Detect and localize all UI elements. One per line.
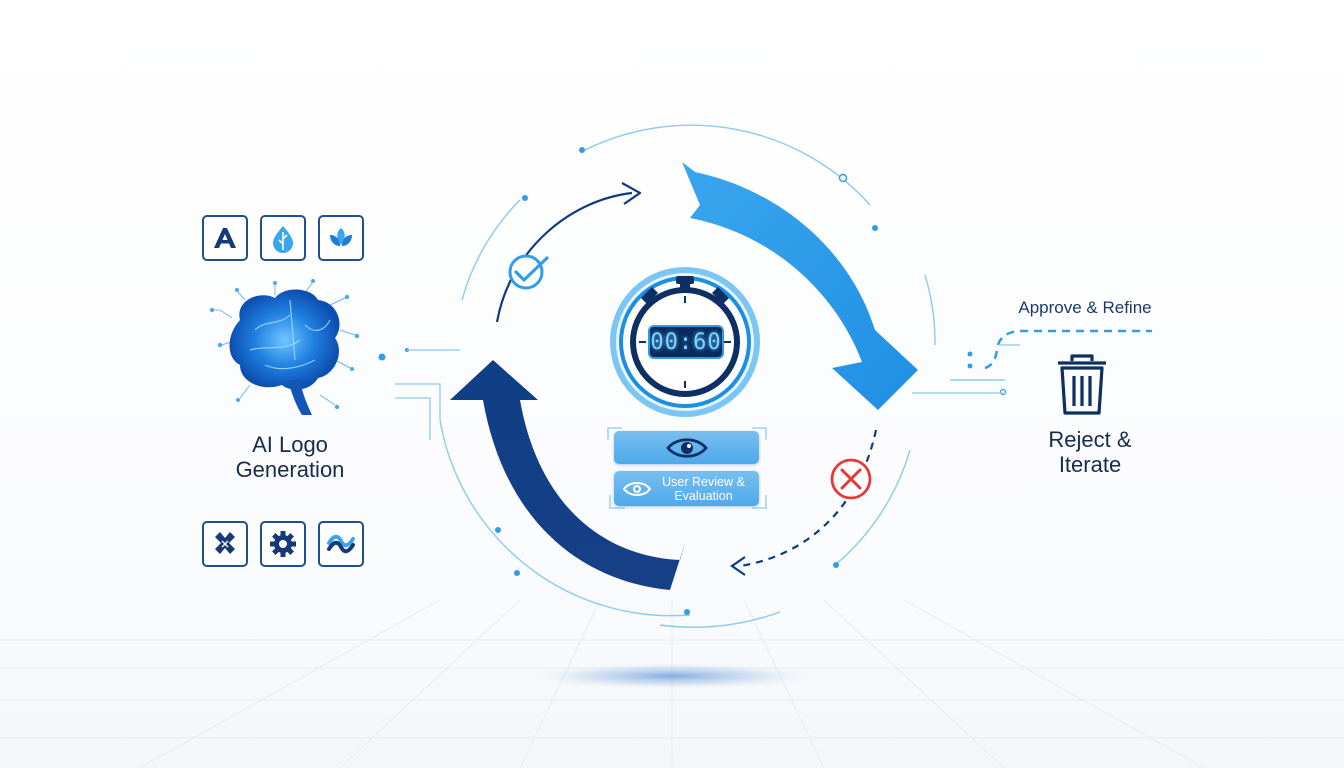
wave-logo-option[interactable]	[318, 521, 364, 567]
approve-arc-arrowhead	[621, 182, 642, 205]
leaf-icon	[330, 228, 352, 246]
approve-flow-arrow	[682, 162, 918, 410]
gear-icon	[270, 531, 296, 557]
wave-icon	[327, 534, 355, 554]
letter-a-logo-option[interactable]	[202, 215, 248, 261]
reject-iterate-label: Reject & Iterate	[1048, 427, 1132, 477]
approve-arc-arrow	[495, 191, 633, 323]
gear-logo-option[interactable]	[260, 521, 306, 567]
outer-circuit-ring	[439, 124, 1005, 628]
puzzle-cross-icon	[215, 532, 235, 554]
water-drop-leaf-icon	[273, 226, 293, 253]
reject-return-arrowhead	[730, 556, 746, 576]
x-circle-icon	[830, 458, 872, 500]
floor-shadow	[522, 662, 822, 690]
approve-connector	[984, 329, 1152, 370]
user-review-evaluation-button[interactable]: User Review & Evaluation	[614, 471, 759, 506]
review-eye-button[interactable]	[614, 431, 759, 464]
leaf-logo-option[interactable]	[318, 215, 364, 261]
left-connectors	[395, 344, 1020, 440]
user-review-label: User Review & Evaluation	[662, 474, 745, 503]
eye-icon	[622, 481, 652, 496]
review-bracket-lines	[607, 427, 767, 509]
timer-display: 00:60	[648, 325, 724, 359]
letter-a-icon	[214, 228, 236, 248]
iterate-flow-arrow	[450, 360, 686, 590]
approve-refine-label: Approve & Refine	[1018, 298, 1152, 317]
water-drop-logo-option[interactable]	[260, 215, 306, 261]
brain-icon	[209, 279, 360, 415]
trash-icon	[1058, 354, 1106, 415]
circuit-nodes	[378, 147, 1007, 615]
puzzle-logo-option[interactable]	[202, 521, 248, 567]
eye-icon	[665, 437, 708, 458]
check-circle-icon	[508, 254, 549, 290]
ai-logo-generation-label: AI Logo Generation	[235, 432, 345, 482]
reject-return-arrow	[739, 429, 878, 568]
